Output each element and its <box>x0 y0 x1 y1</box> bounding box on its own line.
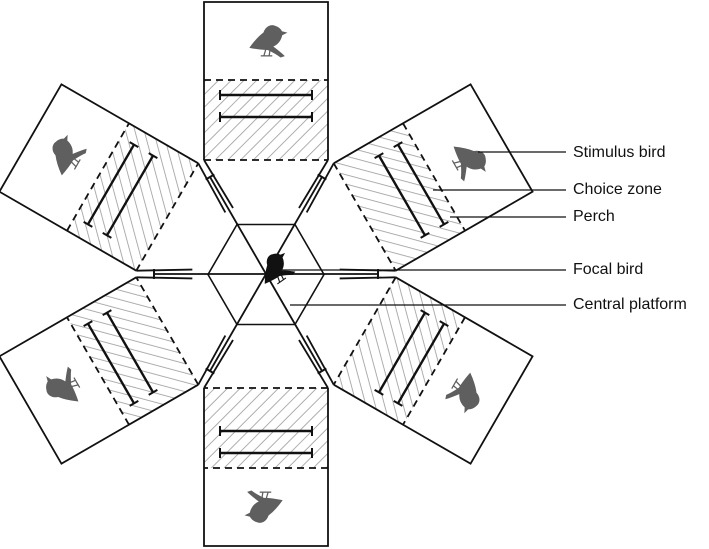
choice-zone-boundary <box>402 122 466 232</box>
arm-wall <box>197 335 227 386</box>
label-stimulus-bird: Stimulus bird <box>573 144 666 161</box>
label-perch: Perch <box>573 208 615 225</box>
label-focal-bird: Focal bird <box>573 261 644 278</box>
stimulus-bird-icon <box>445 135 492 184</box>
central-perch-spoke <box>265 273 327 375</box>
choice-zone <box>333 277 466 425</box>
perch-cap <box>102 231 112 239</box>
stimulus-compartment <box>203 388 329 547</box>
stimulus-compartment <box>333 83 534 272</box>
perch <box>86 323 136 404</box>
perch <box>377 155 427 236</box>
stimulus-bird-icon <box>443 368 490 417</box>
choice-zone <box>204 388 328 468</box>
perch-cap <box>374 152 384 160</box>
leader-lines <box>282 151 566 306</box>
arm-bottom-right <box>305 276 534 465</box>
stimulus-compartment <box>203 1 329 160</box>
stimulus-bird-icon <box>245 490 283 523</box>
label-choice-zone: Choice zone <box>573 181 662 198</box>
arm-wall <box>305 335 335 386</box>
perch-cap <box>83 220 93 228</box>
perch-cap <box>148 388 158 396</box>
arm-wall <box>136 276 193 280</box>
perch-cap <box>439 220 449 228</box>
perch-cap <box>420 231 430 239</box>
stimulus-compartment <box>0 83 199 272</box>
choice-zone-boundary <box>66 316 130 426</box>
stimulus-compartment <box>0 276 199 465</box>
perch-cap <box>420 309 430 317</box>
arm-wall <box>298 339 329 389</box>
perch-cap <box>129 141 139 149</box>
choice-zone-boundary <box>66 122 130 232</box>
choice-zone-boundary <box>135 276 200 386</box>
arm-wall <box>203 159 234 209</box>
perch <box>105 312 155 393</box>
arm-bottom <box>203 339 329 547</box>
arm-top <box>203 1 329 209</box>
perch-cap <box>129 399 139 407</box>
perch-cap <box>148 152 158 160</box>
perch <box>105 155 155 236</box>
perch-cap <box>393 141 403 149</box>
choice-zone <box>204 80 328 160</box>
arm-wall <box>298 159 329 209</box>
central-perch-spoke <box>205 173 267 275</box>
arms-group <box>0 1 534 547</box>
perch <box>86 144 136 225</box>
perch <box>396 323 446 404</box>
perch <box>377 312 427 393</box>
choice-zone-boundary <box>135 162 200 272</box>
arm-bottom-left <box>0 276 227 465</box>
perch <box>396 144 446 225</box>
choice-zone-boundary <box>402 316 466 426</box>
choice-zone-boundary <box>332 162 397 272</box>
stimulus-bird-icon <box>249 25 287 58</box>
stimulus-bird-icon <box>40 364 87 413</box>
arm-wall <box>197 162 227 213</box>
arm-wall <box>136 268 193 272</box>
perch-cap <box>374 388 384 396</box>
label-central-platform: Central platform <box>573 296 687 313</box>
choice-zone <box>66 277 199 425</box>
arm-wall <box>305 162 335 213</box>
central-platform-group <box>153 173 379 375</box>
arm-top-left <box>0 83 227 272</box>
choice-zone <box>66 123 199 271</box>
stimulus-bird-icon <box>42 131 89 180</box>
choice-zone-boundary <box>332 276 397 386</box>
arm-wall <box>339 276 396 280</box>
perch-cap <box>393 399 403 407</box>
perch-cap <box>83 320 93 328</box>
perch-cap <box>439 320 449 328</box>
arm-wall <box>203 339 234 389</box>
perch-cap <box>102 309 112 317</box>
stimulus-compartment <box>333 276 534 465</box>
central-perch-spoke <box>153 269 266 279</box>
central-perch-spoke <box>205 273 267 375</box>
choice-zone <box>333 123 466 271</box>
